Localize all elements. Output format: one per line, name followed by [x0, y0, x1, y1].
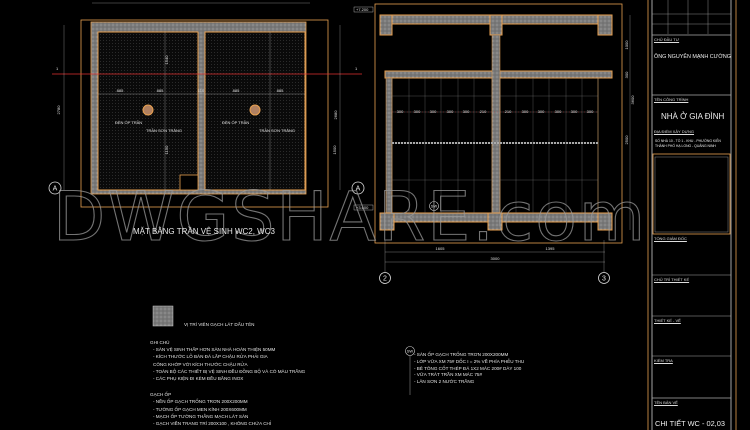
- note-item: - TƯỜNG ỐP GẠCH MEN KÍNH 200X600MM: [153, 406, 247, 412]
- dimension-label: 110: [198, 88, 205, 93]
- title-block-frame: [647, 0, 737, 430]
- tile-dimension: 300: [538, 109, 545, 114]
- floor-notes: - SÀN ỐP GẠCH TRỐNG TRƠN 200X200MM- LỚP …: [414, 352, 524, 386]
- grid-bubble-3: [598, 272, 610, 284]
- dimension-label: 2780: [56, 105, 61, 115]
- lead-designer-label: CHỦ TRÌ THIẾT KẾ: [654, 277, 690, 282]
- note-item: - NỀN ỐP GẠCH TRỐNG TRƠN 200X200MM: [153, 399, 248, 405]
- grid-bubble-a: [351, 181, 365, 195]
- ceiling-label: TRẦN SƠN TRẮNG: [259, 128, 295, 133]
- tile-dimension: 300: [522, 109, 529, 114]
- wall-section: 300 300 300 300 300 210 210 300 300 300 300 300 2 3…: [353, 3, 635, 284]
- tile-dimension: 300: [414, 109, 421, 114]
- project-label: TÊN CÔNG TRÌNH: [654, 97, 689, 102]
- lamp-label: ĐÈN ỐP TRẦN: [115, 120, 142, 125]
- location: SỐ NHÀ 10 - TỔ 1 - KHU - PHƯỜNG KIẾN THÀ…: [655, 139, 721, 148]
- notes-title: GHI CHÚ: [150, 340, 170, 345]
- tile-dimension: 300: [587, 109, 594, 114]
- dimension-label: 1000: [624, 40, 629, 50]
- lamp-label: ĐÈN ỐP TRẦN: [222, 120, 249, 125]
- dimension-label: 300: [624, 71, 629, 78]
- designer-label: THIẾT KẾ - VẼ: [654, 318, 681, 323]
- section-mark: 1: [355, 66, 358, 71]
- floor-marker: SW: [407, 349, 414, 354]
- tile-marker: SW: [431, 204, 438, 209]
- watermark: DWGSHARE.com: [53, 178, 647, 257]
- note-item: CÔNG KHỚP VỚI KÍCH THƯỚC CHẬU RỬA: [153, 361, 248, 367]
- tile-dimension: 210: [505, 109, 512, 114]
- dimension-label: 1500: [332, 145, 337, 155]
- note-item: - TOÀN BỘ CÁC THIẾT BỊ VỆ SINH ĐỀU ĐỒNG …: [153, 368, 306, 374]
- ceiling-plan: A A 1 1 ĐÈN ỐP TRẦN ĐÈN ỐP TRẦN TRẦN SƠN…: [48, 2, 365, 208]
- tile-dimension: 300: [447, 109, 454, 114]
- note-item: - LĂN SƠN 2 NƯỚC TRẮNG: [414, 379, 475, 385]
- dimension-label: 885: [277, 88, 284, 93]
- plan-title: MẶT BẰNG TRẦN VỆ SINH WC2, WC3: [133, 226, 275, 236]
- note-item: - BÊ TÔNG CỐT THÉP ĐÁ 1X2 MÁC 200# DÀY 1…: [414, 365, 522, 371]
- dim-bottom: 1605: [436, 246, 446, 251]
- legend-swatch: [152, 305, 174, 327]
- checker-label: KIỂM TRA: [654, 358, 673, 363]
- tiling-title: GẠCH ỐP: [150, 392, 172, 398]
- dimension-label: 885: [117, 88, 124, 93]
- note-item: - VỮA TRÁT TRẦN XM MÁC 75#: [414, 372, 482, 378]
- location-label: ĐỊA ĐIỂM XÂY DỰNG: [654, 129, 695, 134]
- location-line: SỐ NHÀ 10 - TỔ 1 - KHU - PHƯỜNG KIẾN: [655, 139, 721, 143]
- note-item: - SÀN ỐP GẠCH TRỐNG TRƠN 200X200MM: [414, 352, 509, 357]
- note-item: - MẠCH ỐP TƯỜNG THẲNG MẠCH LÁT SÀN: [153, 413, 249, 419]
- grid-label-2: 2: [383, 276, 387, 283]
- dimension-label: 2500: [624, 135, 629, 145]
- notes-block: GHI CHÚ - SÀN VỆ SINH THẤP HƠN SÀN NHÀ H…: [150, 339, 305, 427]
- dimension-label: 885: [157, 88, 164, 93]
- note-item: - SÀN VỆ SINH THẤP HƠN SÀN NHÀ HOÀN THIỆ…: [153, 347, 276, 353]
- level-top: +7.200: [356, 7, 369, 12]
- dim-bottom: 1395: [546, 246, 556, 251]
- tile-dimension: 300: [430, 109, 437, 114]
- tile-dimension: 300: [397, 109, 404, 114]
- project-name: NHÀ Ở GIA ĐÌNH: [661, 112, 725, 121]
- grid-bubble-a: [48, 181, 62, 195]
- tile-dimension: 300: [463, 109, 470, 114]
- dim-total: 3000: [491, 256, 501, 261]
- ceiling-lamp-icon: [142, 104, 154, 116]
- dimension-label: 1540: [164, 55, 169, 65]
- dimension-label: 1150: [164, 145, 169, 154]
- note-item: - GẠCH VIỀN TRANG TRÍ 200X100 , KHÔNG CH…: [153, 421, 272, 427]
- ceiling-lamp-icon: [249, 104, 261, 116]
- note-item: - LỚP VỮA XM 75# DỐC I = 2% VỀ PHÍA PHỄU…: [414, 358, 525, 364]
- grid-bubble-2: [379, 272, 391, 284]
- owner-name: ÔNG NGUYỄN MẠNH CƯỜNG: [654, 54, 731, 60]
- note-item: - KÍCH THƯỚC LỖ BÀN ĐÁ LẮP CHẬU RỬA PHẢI…: [153, 354, 268, 360]
- grid-label: A: [356, 186, 361, 193]
- grid-label: A: [53, 186, 58, 193]
- legend-label: VỊ TRÍ VIÊN GẠCH LÁT DẤU TÊN: [184, 320, 254, 327]
- director-label: TỔNG GIÁM ĐỐC: [654, 236, 687, 241]
- owner-label: CHỦ ĐẦU TƯ: [654, 37, 680, 42]
- dimension-label: 885: [233, 88, 240, 93]
- tile-dimension: 210: [480, 109, 487, 114]
- location-line: THÀNH PHỐ HẠ LONG - QUẢNG NINH: [655, 143, 716, 148]
- dimension-label: 3600: [630, 95, 635, 105]
- grid-label-3: 3: [602, 276, 606, 283]
- section-mark: 1: [56, 66, 59, 71]
- note-item: - CÁC PHỤ KIỆN ĐI KÈM ĐỀU BẰNG INOX: [153, 376, 244, 382]
- tile-dimension: 300: [555, 109, 562, 114]
- dimension-label: 2680: [333, 110, 338, 120]
- tile-dimension: 300: [571, 109, 578, 114]
- ceiling-label: TRẦN SƠN TRẮNG: [146, 128, 182, 133]
- sheet-label: TÊN BẢN VẼ: [654, 400, 678, 405]
- sheet-name: CHI TIẾT WC - 02,03: [655, 419, 725, 428]
- level-bottom: +3.600: [356, 205, 369, 210]
